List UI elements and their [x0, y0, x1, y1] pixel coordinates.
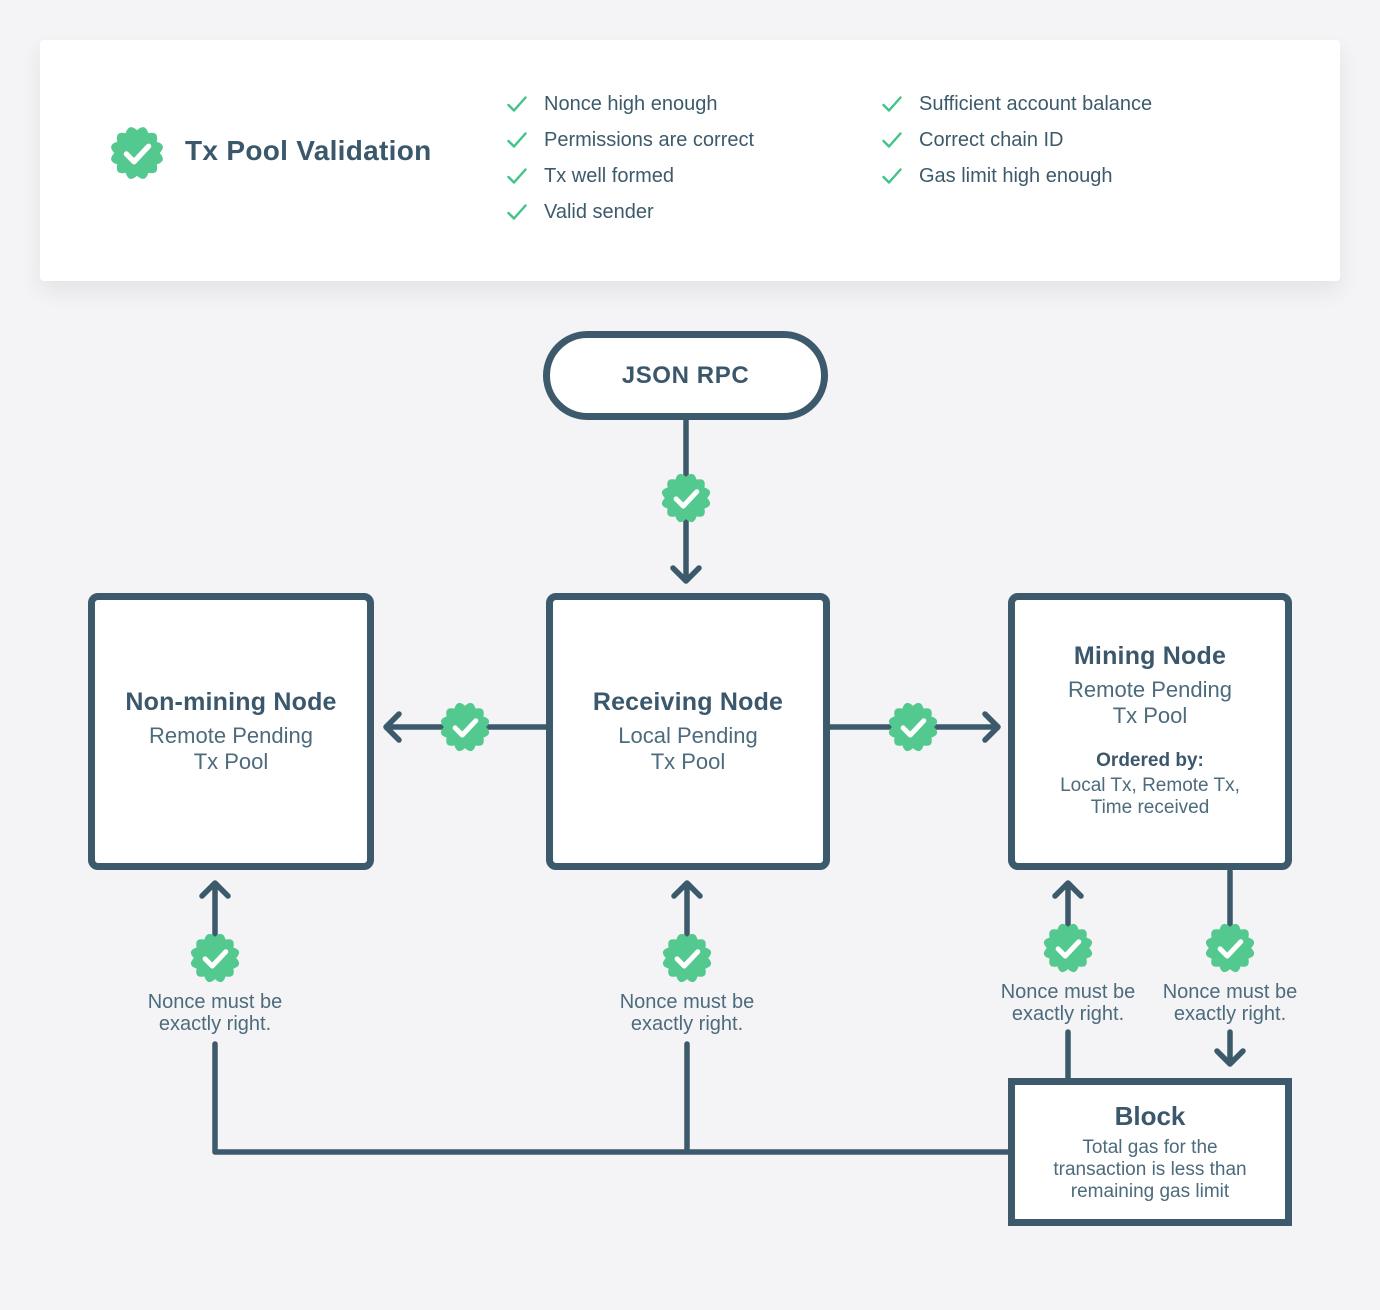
card-title: Tx Pool Validation	[185, 135, 432, 166]
checklist-item-label: Nonce high enough	[544, 92, 718, 115]
checklist-item-label: Sufficient account balance	[919, 92, 1153, 115]
checklist-item-label: Correct chain ID	[919, 128, 1064, 151]
node-title: Non-mining Node	[125, 688, 337, 716]
check-icon	[882, 132, 902, 148]
check-icon	[507, 96, 527, 112]
ordered-by-list: Local Tx, Remote Tx, Time received	[1060, 775, 1240, 818]
nonce-note: Nonce must be exactly right.	[1162, 981, 1298, 1025]
checklist-item-label: Gas limit high enough	[919, 164, 1113, 187]
check-icon	[507, 168, 527, 184]
checklist-item: Permissions are correct	[505, 122, 754, 158]
seal-check-icon	[1043, 923, 1093, 973]
block-title: Block	[1114, 1101, 1186, 1131]
non-mining-node: Non-mining Node Remote Pending Tx Pool	[88, 593, 374, 870]
validation-checklist-col2: Sufficient account balance Correct chain…	[880, 86, 1152, 194]
mining-node: Mining Node Remote Pending Tx Pool Order…	[1008, 593, 1292, 870]
node-title: Mining Node	[1073, 642, 1227, 670]
seal-check-icon	[661, 473, 711, 523]
checklist-item-label: Tx well formed	[544, 164, 675, 187]
checklist-item: Nonce high enough	[505, 86, 754, 122]
node-subtitle: Remote Pending Tx Pool	[1068, 677, 1232, 728]
seal-check-icon	[1205, 923, 1255, 973]
checklist-item-label: Permissions are correct	[544, 128, 755, 151]
seal-check-icon	[888, 702, 938, 752]
check-icon	[507, 204, 527, 220]
checklist-item: Gas limit high enough	[880, 158, 1152, 194]
checklist-item: Tx well formed	[505, 158, 754, 194]
check-icon	[882, 96, 902, 112]
check-icon	[882, 168, 902, 184]
json-rpc-node: JSON RPC	[543, 331, 828, 420]
ordered-by-label: Ordered by:	[1096, 750, 1204, 771]
json-rpc-label: JSON RPC	[621, 361, 750, 389]
check-icon	[507, 132, 527, 148]
block-body: Total gas for the transaction is less th…	[1053, 1137, 1247, 1202]
validation-checklist-col1: Nonce high enough Permissions are correc…	[505, 86, 754, 230]
seal-check-icon	[440, 702, 490, 752]
node-subtitle: Remote Pending Tx Pool	[149, 723, 313, 774]
receiving-node: Receiving Node Local Pending Tx Pool	[546, 593, 830, 870]
nonce-note: Nonce must be exactly right.	[147, 991, 283, 1035]
seal-check-icon	[111, 127, 163, 179]
node-title: Receiving Node	[592, 688, 784, 716]
connector-bottom-rail-to-block	[212, 1041, 1014, 1155]
nonce-note: Nonce must be exactly right.	[1000, 981, 1136, 1025]
checklist-item: Correct chain ID	[880, 122, 1152, 158]
connector-nonce-into-block-arrow	[1214, 1029, 1246, 1067]
validation-card: Tx Pool Validation Nonce high enough Per…	[40, 40, 1340, 281]
checklist-item: Valid sender	[505, 194, 754, 230]
nonce-note: Nonce must be exactly right.	[619, 991, 755, 1035]
node-subtitle: Local Pending Tx Pool	[618, 723, 758, 774]
seal-check-icon	[190, 933, 240, 983]
seal-check-icon	[662, 933, 712, 983]
checklist-item-label: Valid sender	[544, 200, 654, 223]
block-node: Block Total gas for the transaction is l…	[1008, 1078, 1292, 1226]
checklist-item: Sufficient account balance	[880, 86, 1152, 122]
